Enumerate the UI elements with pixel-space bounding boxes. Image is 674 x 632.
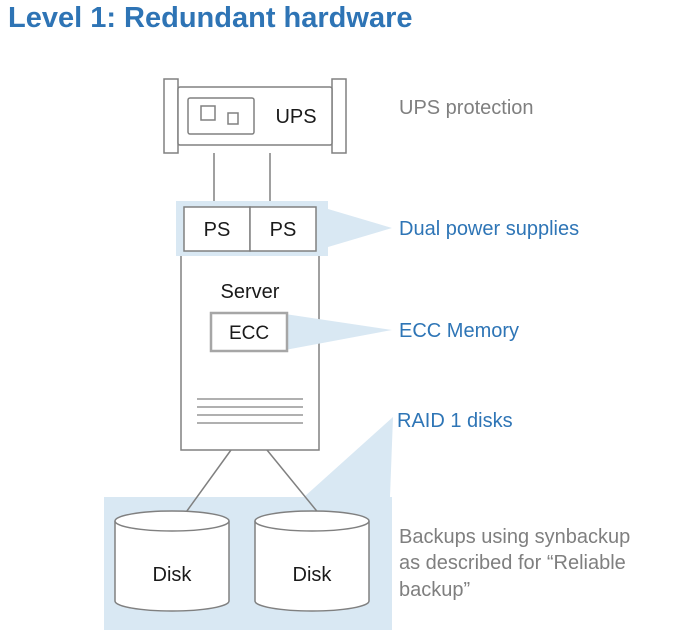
- dual-power-supplies-label: Dual power supplies: [399, 218, 580, 240]
- ecc-memory-label: ECC Memory: [399, 320, 520, 342]
- ups-label: UPS: [275, 106, 316, 128]
- disk-left-label: Disk: [153, 564, 193, 586]
- server-label: Server: [221, 281, 280, 303]
- ecc-label: ECC: [229, 323, 269, 344]
- ups-left-cap: [163, 78, 179, 154]
- disk-right-label: Disk: [293, 564, 333, 586]
- ups-protection-label: UPS protection: [399, 97, 534, 119]
- server-to-disk-connectors: [183, 449, 321, 516]
- ps-right-box: [249, 206, 317, 252]
- ups-device: UPS: [163, 78, 347, 154]
- ecc-box: [209, 311, 289, 353]
- raid-disks-label: RAID 1 disks: [397, 410, 513, 432]
- ps-left-box: [183, 206, 251, 252]
- ps-left-label: PS: [204, 219, 231, 241]
- callout-raid-disks: [304, 417, 393, 497]
- power-outlet-icon: [187, 97, 255, 135]
- power-supplies: PS PS: [183, 206, 317, 252]
- ups-to-server-connectors: [213, 153, 271, 204]
- disk-left: Disk: [114, 510, 230, 612]
- ps-right-label: PS: [270, 219, 297, 241]
- callout-ecc-memory: [285, 314, 392, 350]
- vent-lines: [197, 398, 303, 424]
- backup-note: Backups using synbackup as described for…: [399, 526, 631, 601]
- page-title: Level 1: Redundant hardware: [8, 2, 413, 34]
- disk-right: Disk: [254, 510, 370, 612]
- ups-right-cap: [331, 78, 347, 154]
